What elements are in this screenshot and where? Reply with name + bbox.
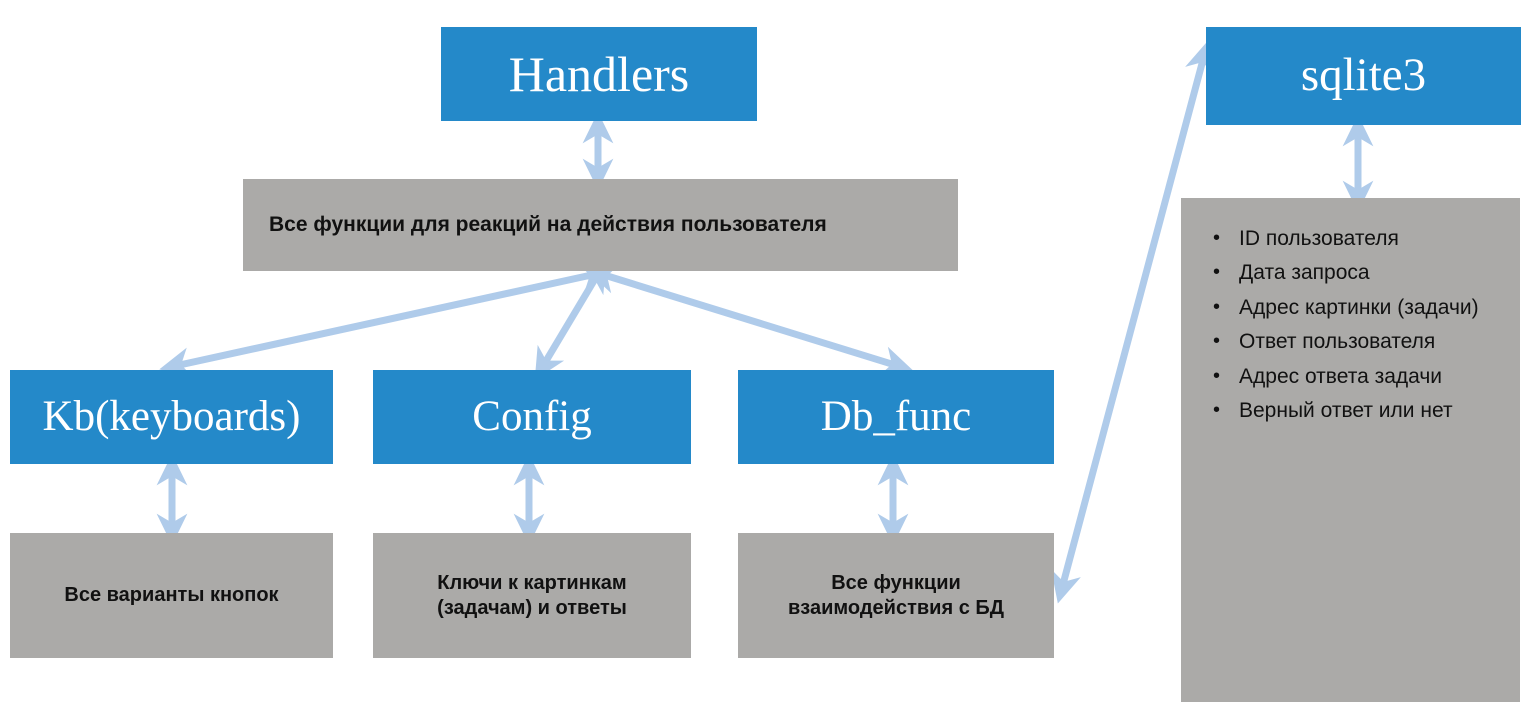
db-fields-panel: ID пользователя Дата запроса Адрес карти… <box>1181 198 1520 702</box>
module-box-handlers[interactable]: Handlers <box>441 27 757 121</box>
db-fields-list: ID пользователя Дата запроса Адрес карти… <box>1195 224 1506 427</box>
description-text-db-func: Все функции взаимодействия с БД <box>788 571 1004 621</box>
module-box-sqlite3[interactable]: sqlite3 <box>1206 27 1521 125</box>
description-label-config-line1: Ключи к картинкам <box>437 571 627 594</box>
description-box-kb-keyboards: Все варианты кнопок <box>10 533 333 658</box>
module-box-kb-keyboards[interactable]: Kb(keyboards) <box>10 370 333 464</box>
arrow-handlers-desc-to-kb <box>159 262 612 378</box>
module-label-sqlite3: sqlite3 <box>1300 49 1427 102</box>
list-item: ID пользователя <box>1195 224 1506 254</box>
module-box-config[interactable]: Config <box>373 370 691 464</box>
module-label-config: Config <box>472 393 592 441</box>
list-item: Дата запроса <box>1195 258 1506 288</box>
module-box-db-func[interactable]: Db_func <box>738 370 1054 464</box>
module-label-kb-keyboards: Kb(keyboards) <box>42 393 301 441</box>
description-box-handlers: Все функции для реакций на действия поль… <box>243 179 958 271</box>
description-text-config: Ключи к картинкам (задачам) и ответы <box>437 571 627 621</box>
arrow-handlers-desc-to-db-func <box>585 263 914 377</box>
list-item: Адрес картинки (задачи) <box>1195 293 1506 323</box>
arrow-handlers-desc-to-config <box>534 260 607 380</box>
list-item: Ответ пользователя <box>1195 327 1506 357</box>
description-label-handlers: Все функции для реакций на действия поль… <box>269 212 827 236</box>
description-label-kb-keyboards: Все варианты кнопок <box>64 584 279 606</box>
description-label-db-func-line1: Все функции <box>831 571 961 594</box>
module-label-handlers: Handlers <box>508 45 690 102</box>
description-box-db-func: Все функции взаимодействия с БД <box>738 533 1054 658</box>
module-label-db-func: Db_func <box>820 393 972 441</box>
list-item: Адрес ответа задачи <box>1195 362 1506 392</box>
description-label-db-func-line2: взаимодействия с БД <box>787 596 1005 619</box>
description-box-config: Ключи к картинкам (задачам) и ответы <box>373 533 691 658</box>
list-item: Верный ответ или нет <box>1195 396 1506 426</box>
description-label-config-line2: (задачам) и ответы <box>437 596 627 619</box>
